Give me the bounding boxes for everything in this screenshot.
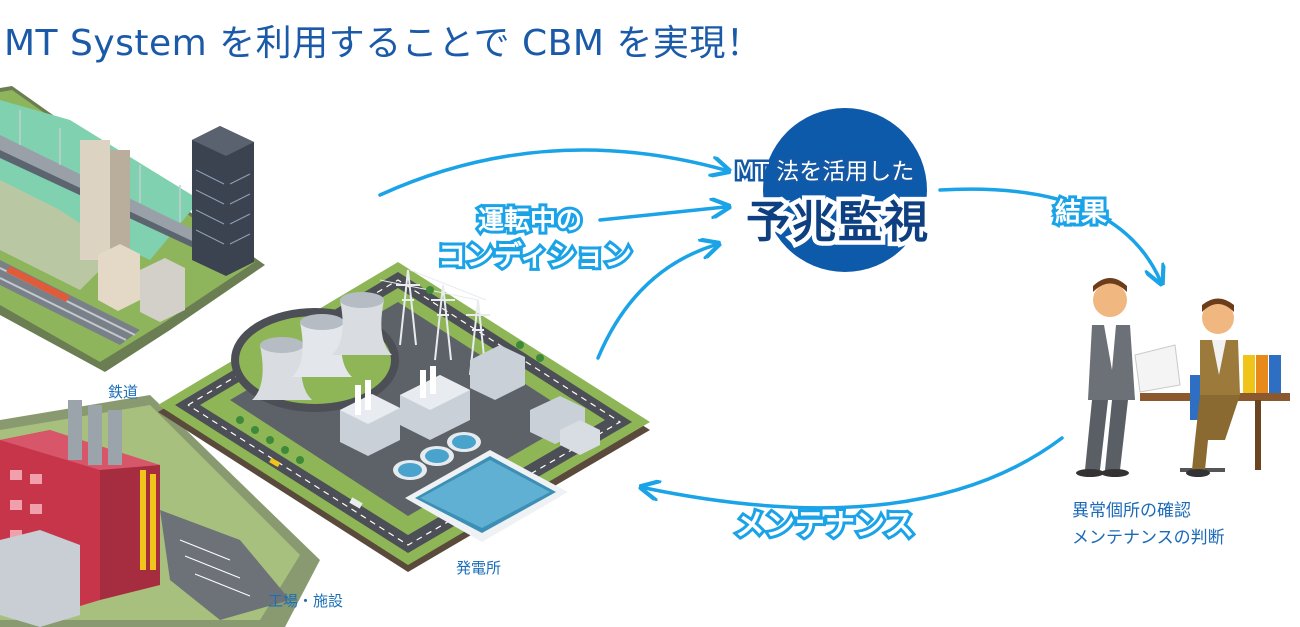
power-plant-label: 発電所 [456,559,502,577]
power-plant-illustration [158,262,650,572]
condition-label-line2: コンディション [435,236,635,275]
condition-label-line1: 運転中の [475,203,585,239]
arrow-condition-to-monitor [598,207,725,222]
flow-arrows [378,148,1160,510]
outcome-description: 異常個所の確認 メンテナンスの判断 [1072,498,1225,552]
page-title: MT System を利用することで CBM を実現！ [4,23,763,64]
outcome-line2: メンテナンスの判断 [1072,528,1225,548]
cooling-towers [252,292,392,400]
result-label: 結果 [1052,195,1110,231]
arrow-monitor-to-result [938,187,1160,280]
factory-label: 工場・施設 [268,592,344,610]
railway-illustration [0,86,265,372]
arrow-railway-to-monitor [378,148,725,197]
outcome-line1: 異常個所の確認 [1072,501,1191,521]
business-meeting-illustration [1076,278,1290,477]
trees [236,286,544,464]
monitoring-subtitle: MT 法を活用した [733,157,917,188]
railway-label: 鉄道 [108,383,139,401]
clarifiers [393,432,481,480]
maintenance-label: メンテナンス [732,505,917,546]
monitoring-circle [763,108,927,272]
monitoring-title: 予兆監視 [742,193,933,253]
plant-buildings [340,345,600,456]
factory-illustration [0,395,320,627]
arrow-plant-to-monitor [596,245,715,360]
power-pylons [379,269,490,376]
water-basin [405,450,568,542]
arrow-maintenance [645,436,1064,510]
